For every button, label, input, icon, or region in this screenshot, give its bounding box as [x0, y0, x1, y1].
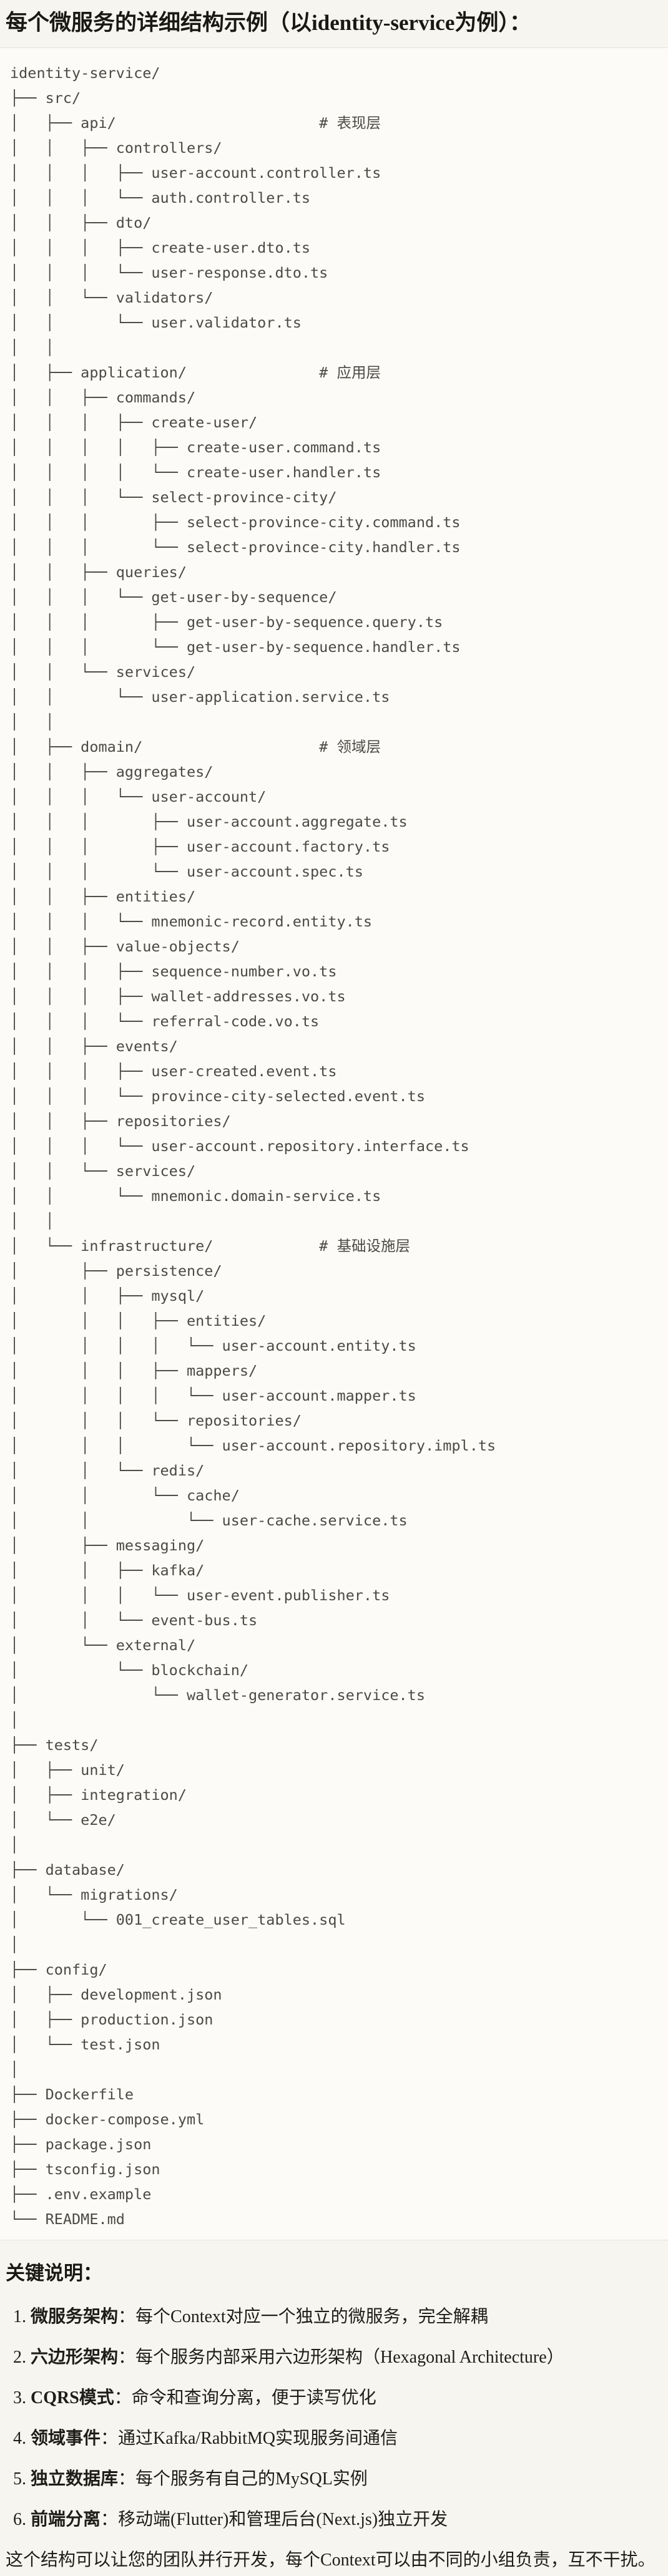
directory-tree: identity-service/ ├── src/ │ ├── api/ # …: [10, 64, 496, 2228]
note-label: 独立数据库: [31, 2469, 119, 2489]
note-item: 1. 微服务架构：每个Context对应一个独立的微服务，完全解耦: [13, 2305, 668, 2328]
note-text: ：移动端(Flutter)和管理后台(Next.js)独立开发: [101, 2510, 448, 2529]
note-item: 6. 前端分离：移动端(Flutter)和管理后台(Next.js)独立开发: [13, 2508, 668, 2531]
note-number: 5.: [13, 2469, 26, 2489]
note-item: 2. 六边形架构：每个服务内部采用六边形架构（Hexagonal Architec…: [13, 2346, 668, 2369]
note-text: ：每个服务内部采用六边形架构（Hexagonal Architecture）: [118, 2348, 564, 2367]
note-text: ：通过Kafka/RabbitMQ实现服务间通信: [101, 2429, 398, 2448]
code-block: identity-service/ ├── src/ │ ├── api/ # …: [0, 47, 668, 2240]
note-label: CQRS模式: [31, 2388, 114, 2408]
closing-paragraph: 这个结构可以让您的团队并行开发，每个Context可以由不同的小组负责，互不干扰…: [6, 2550, 656, 2570]
note-number: 4.: [13, 2429, 26, 2448]
note-item: 4. 领域事件：通过Kafka/RabbitMQ实现服务间通信: [13, 2427, 668, 2450]
note-number: 3.: [13, 2388, 26, 2408]
note-label: 六边形架构: [31, 2348, 119, 2367]
note-label: 微服务架构: [31, 2307, 119, 2326]
page-title: 每个微服务的详细结构示例（以identity-service为例）：: [6, 11, 531, 35]
note-number: 2.: [13, 2348, 26, 2367]
notes-list: 1. 微服务架构：每个Context对应一个独立的微服务，完全解耦 2. 六边形架构…: [0, 2305, 668, 2531]
note-item: 5.独立数据库：每个服务有自己的MySQL实例: [13, 2467, 668, 2491]
note-item: 3.CQRS模式：命令和查询分离，便于读写优化: [13, 2386, 668, 2409]
note-text: ：命令和查询分离，便于读写优化: [114, 2388, 376, 2408]
document-page: { "page": { "title": "每个微服务的详细结构示例（以iden…: [0, 7, 668, 2576]
note-number: 1.: [13, 2307, 26, 2326]
note-label: 领域事件: [31, 2429, 101, 2448]
note-number: 6.: [13, 2510, 26, 2529]
note-text: ：每个Context对应一个独立的微服务，完全解耦: [118, 2307, 488, 2326]
note-label: 前端分离: [31, 2510, 101, 2529]
note-text: ：每个服务有自己的MySQL实例: [118, 2469, 368, 2489]
notes-heading: 关键说明：: [6, 2262, 102, 2284]
